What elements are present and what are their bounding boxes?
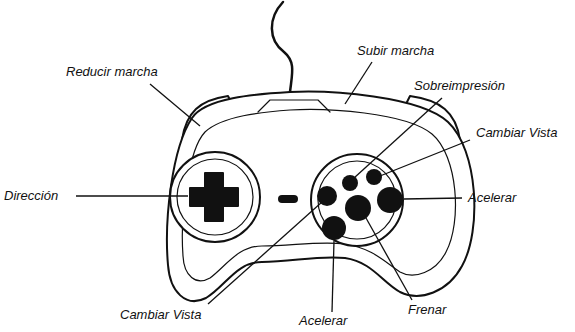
part-label: Subir marcha xyxy=(357,43,434,59)
part-label: Acelerar xyxy=(468,190,516,206)
part-label: Frenar xyxy=(408,302,446,318)
part-label: Cambiar Vista xyxy=(120,307,201,323)
part-label: Reducir marcha xyxy=(66,64,158,80)
part-label: Cambiar Vista xyxy=(476,125,557,141)
part-label: Sobreimpresión xyxy=(414,78,505,94)
part-label: Acelerar xyxy=(299,313,347,329)
part-label: Dirección xyxy=(4,188,58,204)
